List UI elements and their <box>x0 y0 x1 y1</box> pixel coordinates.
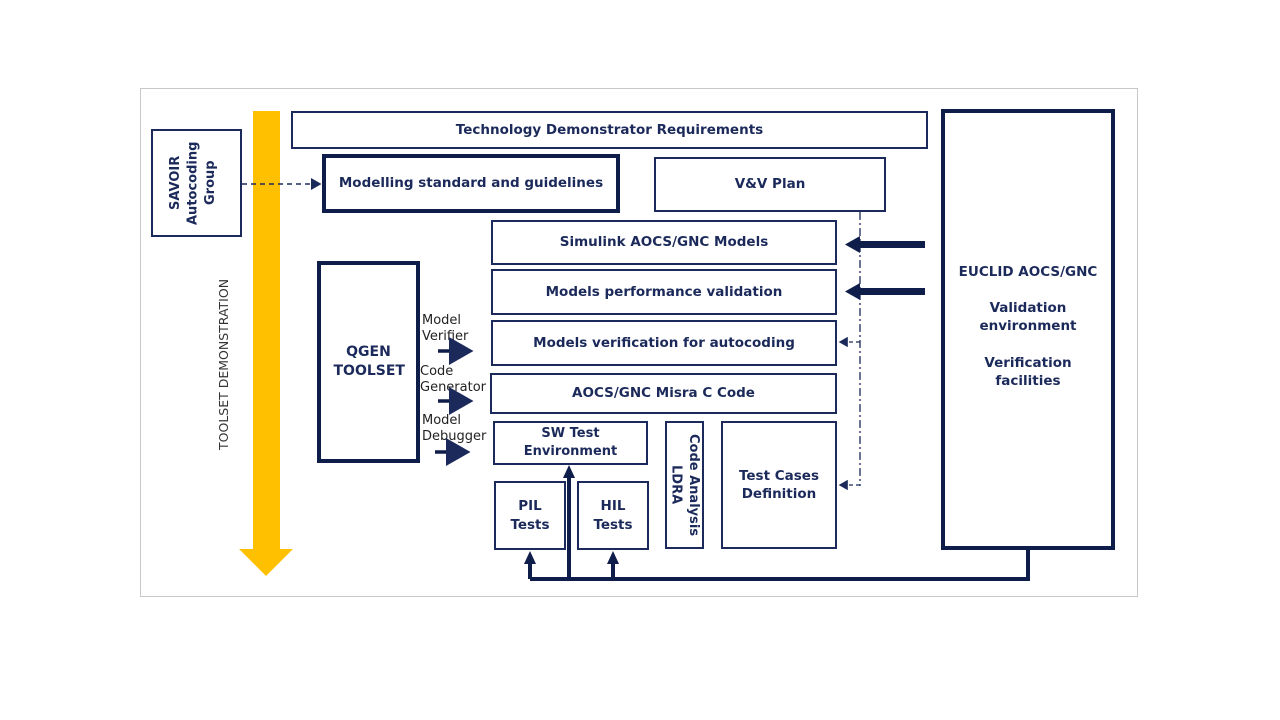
model-debugger-label: Model Debugger <box>422 413 487 445</box>
qgen-toolset-box: QGEN TOOLSET <box>317 261 420 463</box>
model-verifier-label: Model Verifier <box>422 313 469 345</box>
modelling-standard-box: Modelling standard and guidelines <box>322 154 620 213</box>
misra-code-box: AOCS/GNC Misra C Code <box>490 373 837 414</box>
savoir-group-label: SAVOIR Autocoding Group <box>167 141 218 225</box>
models-verification-label: Models verification for autocoding <box>533 334 795 351</box>
code-analysis-box: Code Analysis LDRA <box>665 421 704 549</box>
models-verification-box: Models verification for autocoding <box>491 320 837 366</box>
euclid-verification-label: Verification facilities <box>984 354 1072 389</box>
pil-tests-label: PIL Tests <box>510 498 550 533</box>
models-performance-box: Models performance validation <box>491 269 837 315</box>
simulink-models-box: Simulink AOCS/GNC Models <box>491 220 837 265</box>
code-generator-label: Code Generator <box>420 364 487 396</box>
code-analysis-label: Code Analysis LDRA <box>668 433 702 537</box>
euclid-box: EUCLID AOCS/GNC Validation environment V… <box>941 109 1115 550</box>
test-cases-box: Test Cases Definition <box>721 421 837 549</box>
qgen-toolset-label: QGEN TOOLSET <box>333 344 405 379</box>
simulink-models-label: Simulink AOCS/GNC Models <box>559 234 769 251</box>
sw-test-env-box: SW Test Environment <box>493 421 648 465</box>
euclid-title: EUCLID AOCS/GNC <box>958 264 1098 280</box>
misra-code-label: AOCS/GNC Misra C Code <box>572 385 755 402</box>
toolset-demonstration-label: TOOLSET DEMONSTRATION <box>216 278 231 450</box>
tech-demo-requirements-label: Technology Demonstrator Requirements <box>455 121 764 138</box>
hil-tests-label: HIL Tests <box>593 498 633 533</box>
modelling-standard-label: Modelling standard and guidelines <box>338 175 604 192</box>
vv-plan-label: V&V Plan <box>734 176 806 193</box>
pil-tests-box: PIL Tests <box>494 481 566 550</box>
savoir-group-box: SAVOIR Autocoding Group <box>151 129 242 237</box>
hil-tests-box: HIL Tests <box>577 481 649 550</box>
diagram-frame <box>140 88 1138 597</box>
sw-test-env-label: SW Test Environment <box>523 426 618 459</box>
test-cases-label: Test Cases Definition <box>738 467 819 502</box>
vv-plan-box: V&V Plan <box>654 157 886 212</box>
models-performance-label: Models performance validation <box>545 283 783 300</box>
euclid-validation-label: Validation environment <box>979 300 1077 335</box>
tech-demo-requirements-box: Technology Demonstrator Requirements <box>291 111 928 149</box>
